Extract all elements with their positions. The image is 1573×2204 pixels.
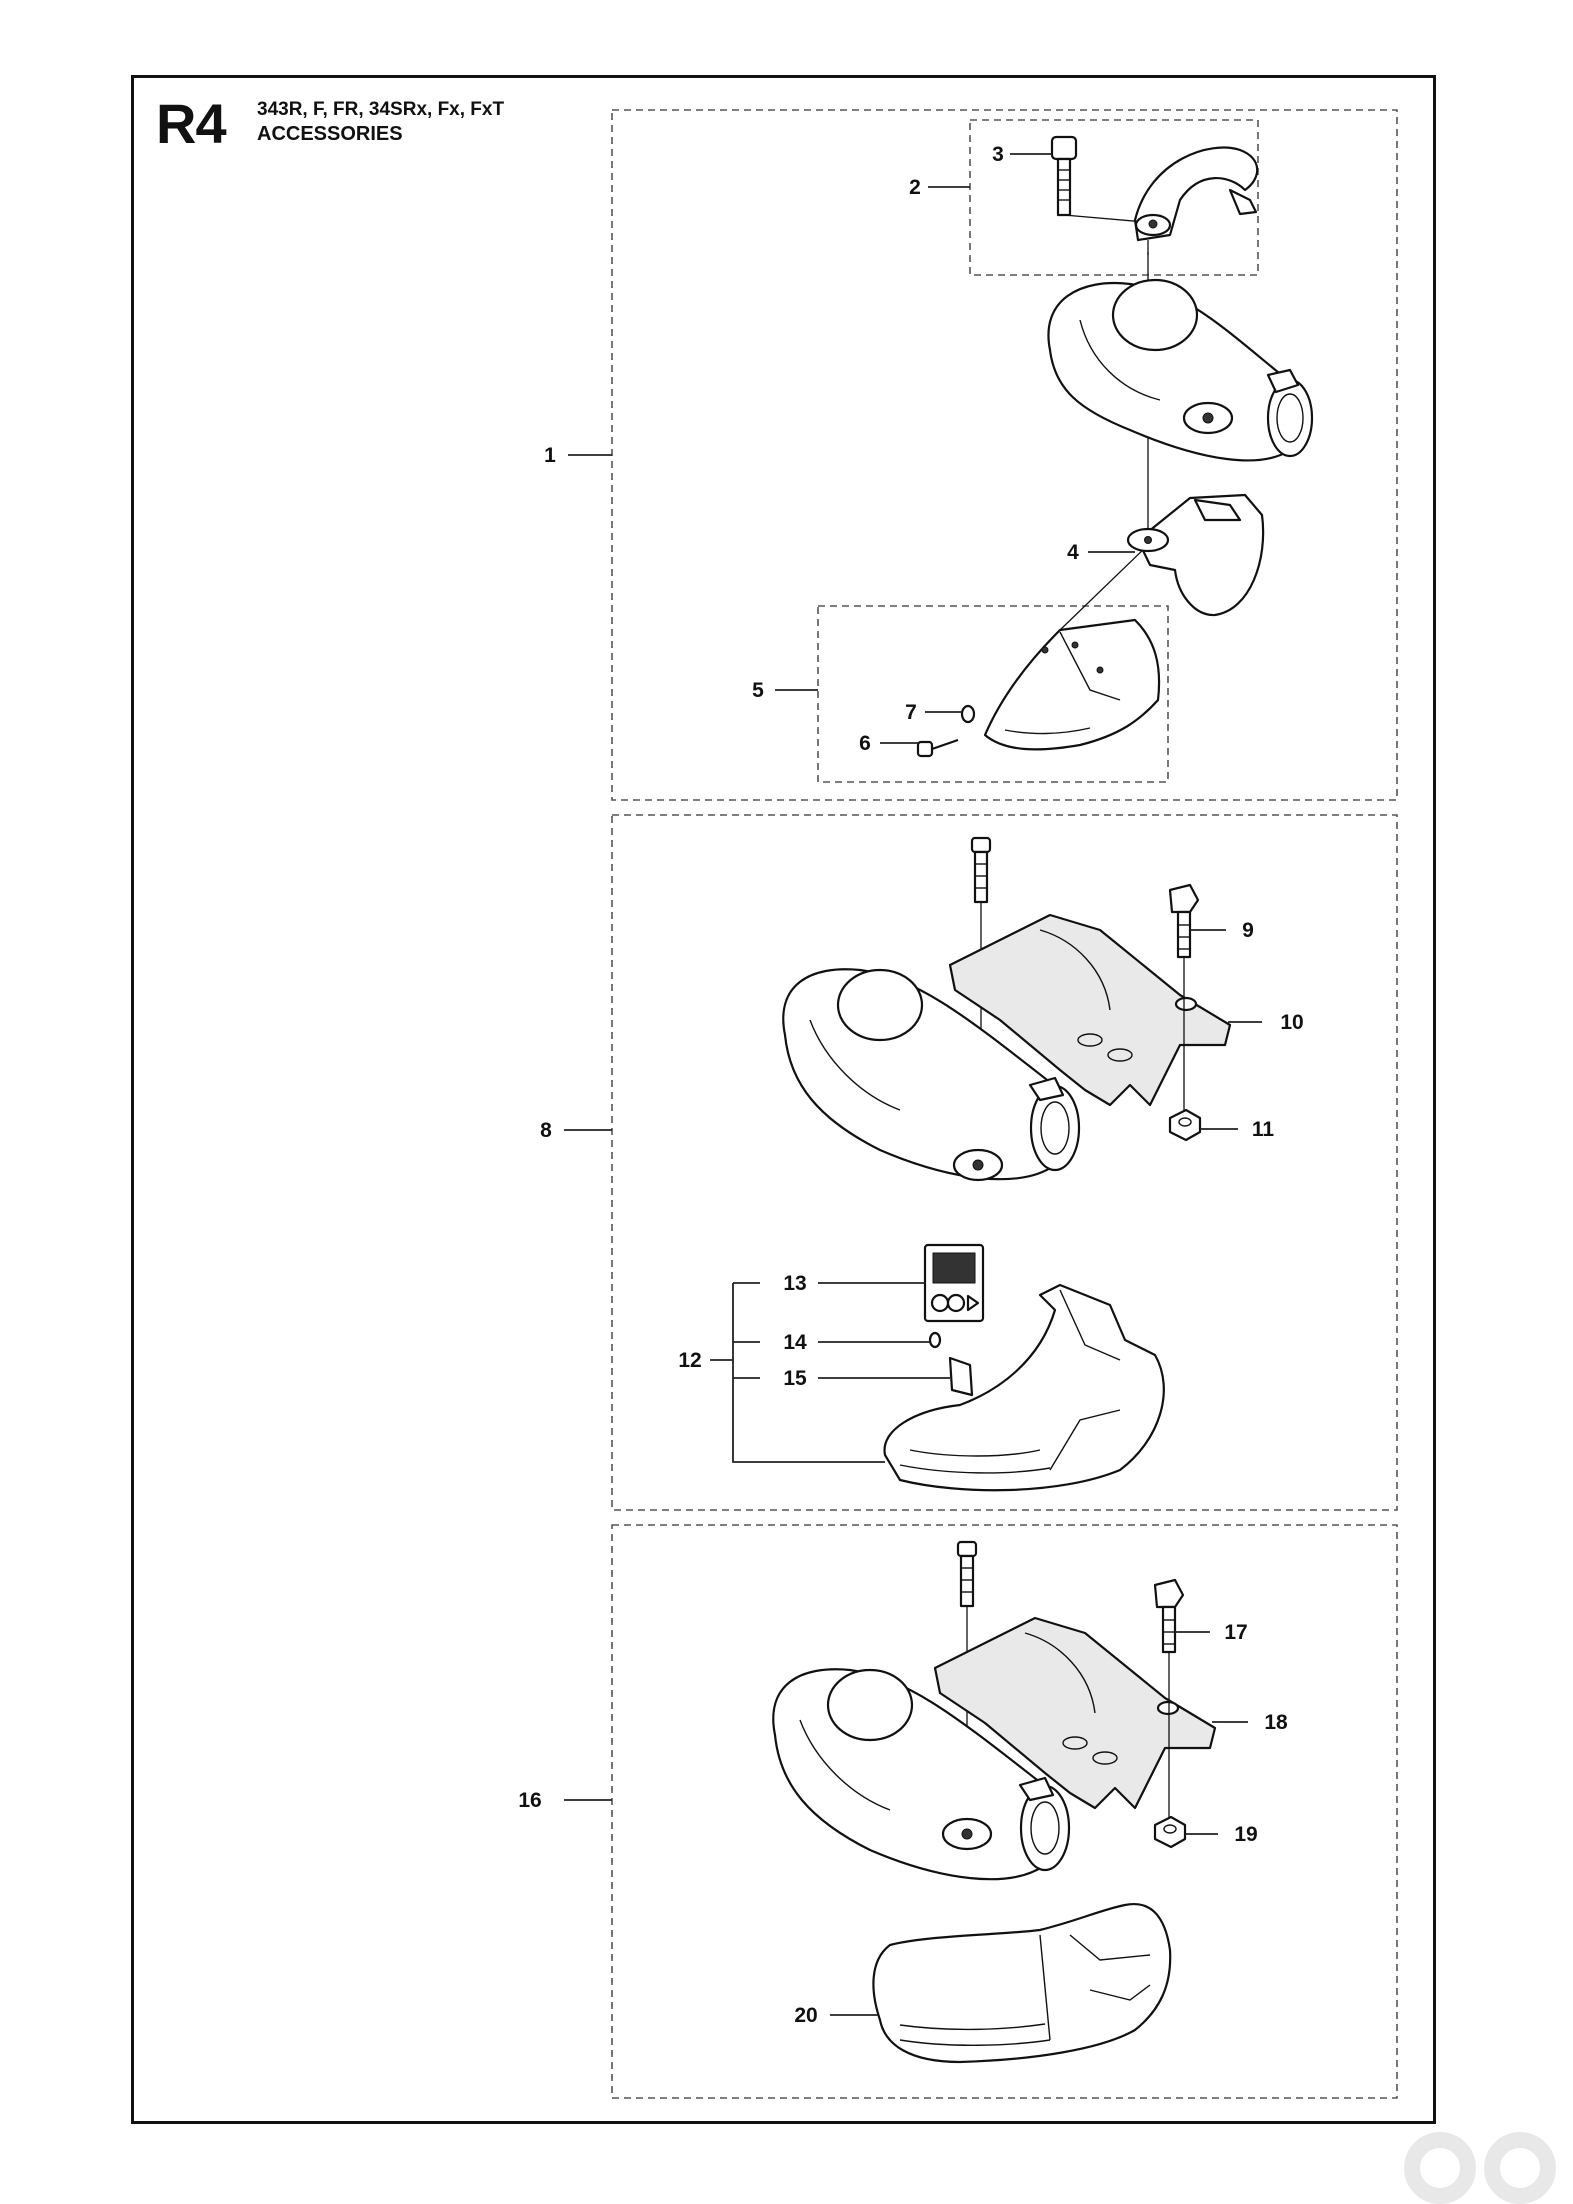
part-18-plate	[933, 1616, 1217, 1810]
part-20-guard	[872, 1903, 1172, 2064]
label-4: 4	[1067, 541, 1079, 564]
group-1: 1 2 3 4 5 6 7	[544, 109, 1398, 801]
group-16-box	[611, 1524, 1398, 2099]
label-8: 8	[540, 1119, 552, 1142]
part-11-nut	[1168, 1108, 1202, 1142]
label-2: 2	[909, 176, 921, 199]
label-16: 16	[518, 1789, 541, 1812]
page-frame	[131, 75, 1436, 2124]
part-6-screw	[916, 738, 959, 758]
label-9: 9	[1242, 919, 1254, 942]
label-15: 15	[783, 1367, 807, 1390]
label-13: 13	[783, 1272, 806, 1295]
page-title: ACCESSORIES	[257, 123, 403, 145]
group-16: 16 17 18 19 20	[518, 1524, 1398, 2099]
label-10: 10	[1280, 1011, 1303, 1034]
label-5: 5	[752, 679, 764, 702]
part-13-decal	[923, 1243, 985, 1323]
part-3-screw	[1050, 135, 1146, 223]
gear-housing-16	[772, 1668, 1071, 1881]
part-14-screw	[928, 1331, 942, 1349]
label-3: 3	[992, 143, 1004, 166]
part-5-guard	[983, 618, 1161, 751]
group-5-box	[817, 605, 1169, 783]
label-19: 19	[1234, 1823, 1257, 1846]
part-9-thumbscrew	[1168, 883, 1200, 1120]
group-8: 8 9 10 11 12 13 14 15	[540, 814, 1398, 1511]
label-20: 20	[794, 2004, 817, 2027]
part-10-plate	[948, 913, 1232, 1107]
label-12: 12	[678, 1349, 701, 1372]
section-code: R4	[156, 92, 227, 155]
label-18: 18	[1264, 1711, 1288, 1734]
part-4-bracket	[1126, 493, 1265, 617]
watermark-logo-icon	[1404, 2132, 1556, 2204]
label-1: 1	[544, 444, 556, 467]
gear-housing-8	[782, 968, 1081, 1182]
part-2-clamp	[1133, 146, 1259, 255]
gear-housing-1	[1047, 278, 1314, 462]
part-16-bolt	[956, 1540, 978, 1830]
label-17: 17	[1224, 1621, 1247, 1644]
label-14: 14	[783, 1331, 807, 1354]
group-8-box	[611, 814, 1398, 1511]
label-11: 11	[1252, 1118, 1275, 1141]
label-6: 6	[859, 732, 871, 755]
model-list: 343R, F, FR, 34SRx, Fx, FxT	[257, 99, 505, 120]
part-17-thumbscrew	[1153, 1578, 1185, 1825]
part-12-guard	[883, 1283, 1165, 1492]
part-7-washer	[960, 704, 976, 724]
label-7: 7	[905, 701, 917, 724]
part-15-clip	[948, 1356, 974, 1397]
part-19-nut	[1153, 1815, 1187, 1849]
group-2-box	[969, 119, 1259, 276]
